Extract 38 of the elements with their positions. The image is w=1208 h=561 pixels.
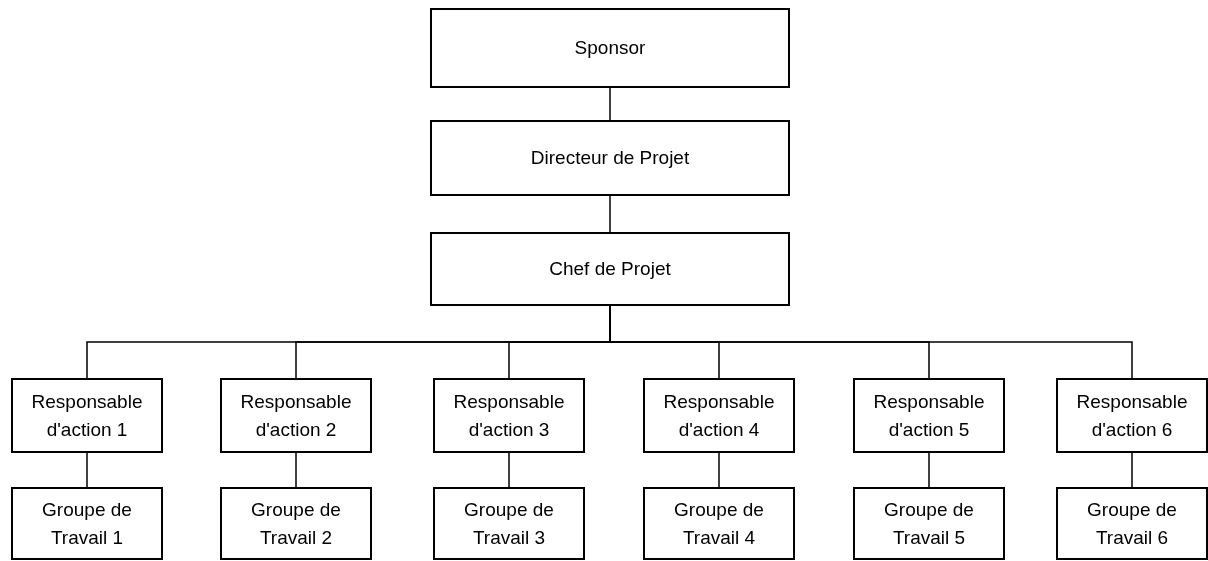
org-box <box>643 378 795 453</box>
role-label: Groupe de Travail 2 <box>250 497 342 550</box>
role-label: Sponsor <box>574 36 646 61</box>
org-box <box>853 487 1005 560</box>
role-label: Groupe de Travail 3 <box>463 497 555 550</box>
connector-line <box>1131 452 1133 488</box>
org-box <box>430 8 790 88</box>
connector-line <box>718 452 720 488</box>
org-box <box>430 120 790 196</box>
org-box <box>853 378 1005 453</box>
connector-line <box>928 452 930 488</box>
org-box <box>643 487 795 560</box>
org-box <box>433 378 585 453</box>
role-label: Groupe de Travail 1 <box>41 497 133 550</box>
role-label: Responsable d'action 4 <box>662 389 776 442</box>
org-box <box>11 378 163 453</box>
role-label: Responsable d'action 2 <box>239 389 353 442</box>
org-box <box>430 232 790 306</box>
org-box <box>433 487 585 560</box>
connector-line <box>295 452 297 488</box>
org-box <box>11 487 163 560</box>
org-box <box>220 378 372 453</box>
role-label: Responsable d'action 5 <box>872 389 986 442</box>
role-label: Directeur de Projet <box>530 146 690 171</box>
role-label: Groupe de Travail 6 <box>1086 497 1178 550</box>
connector-line <box>609 87 611 121</box>
role-label: Responsable d'action 1 <box>30 389 144 442</box>
org-box <box>220 487 372 560</box>
role-label: Groupe de Travail 5 <box>883 497 975 550</box>
role-label: Responsable d'action 3 <box>452 389 566 442</box>
role-label: Responsable d'action 6 <box>1075 389 1189 442</box>
role-label: Groupe de Travail 4 <box>673 497 765 550</box>
connector-line <box>508 452 510 488</box>
connector-line <box>86 452 88 488</box>
role-label: Chef de Projet <box>549 257 671 282</box>
connector-line <box>609 195 611 233</box>
org-box <box>1056 378 1208 453</box>
org-box <box>1056 487 1208 560</box>
